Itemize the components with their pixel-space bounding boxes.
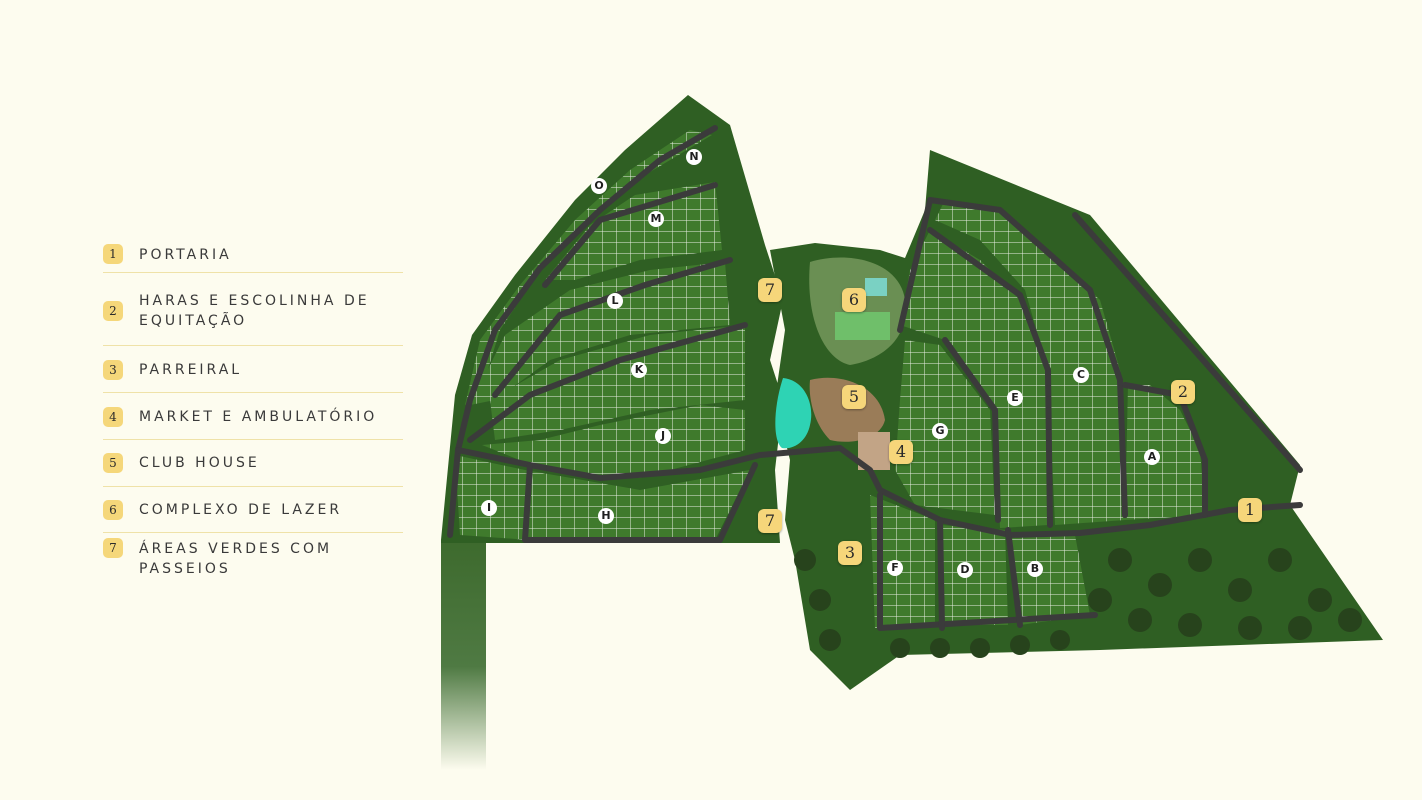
- legend-item-areas-verdes[interactable]: 7 ÁREAS VERDES COM PASSEIOS: [103, 533, 403, 599]
- legend-badge: 3: [103, 360, 123, 380]
- legend-item-haras[interactable]: 2 HARAS E ESCOLINHA DE EQUITAÇÃO: [103, 273, 403, 346]
- legend-label: COMPLEXO DE LAZER: [139, 502, 343, 518]
- marker-parreiral[interactable]: 3: [838, 541, 862, 565]
- marker-market[interactable]: 4: [889, 440, 913, 464]
- legend-badge: 4: [103, 407, 123, 427]
- lake: [775, 378, 812, 449]
- block-label-b[interactable]: B: [1027, 561, 1043, 577]
- block-label-f[interactable]: F: [887, 560, 903, 576]
- lot-blocks-west: [455, 130, 750, 540]
- block-label-k[interactable]: K: [631, 362, 647, 378]
- block-label-o[interactable]: O: [591, 178, 607, 194]
- block-label-h[interactable]: H: [598, 508, 614, 524]
- legend-label: PARREIRAL: [139, 362, 243, 378]
- marker-areas-verdes-south[interactable]: 7: [758, 509, 782, 533]
- legend-item-club-house[interactable]: 5 CLUB HOUSE: [103, 440, 403, 487]
- legend-badge: 1: [103, 244, 123, 264]
- marker-club-house[interactable]: 5: [842, 385, 866, 409]
- block-label-m[interactable]: M: [648, 211, 664, 227]
- legend-item-parreiral[interactable]: 3 PARREIRAL: [103, 346, 403, 393]
- map-legend: 1 PORTARIA 2 HARAS E ESCOLINHA DE EQUITA…: [103, 240, 403, 599]
- tree-canopy: [794, 548, 1362, 658]
- legend-item-complexo-lazer[interactable]: 6 COMPLEXO DE LAZER: [103, 487, 403, 533]
- legend-badge: 7: [103, 538, 123, 558]
- block-label-g[interactable]: G: [932, 423, 948, 439]
- marker-areas-verdes-north[interactable]: 7: [758, 278, 782, 302]
- legend-badge: 6: [103, 500, 123, 520]
- block-label-d[interactable]: D: [957, 562, 973, 578]
- legend-badge: 2: [103, 301, 123, 321]
- marker-haras[interactable]: 2: [1171, 380, 1195, 404]
- block-label-e[interactable]: E: [1007, 390, 1023, 406]
- legend-item-market[interactable]: 4 MARKET E AMBULATÓRIO: [103, 393, 403, 440]
- legend-label: CLUB HOUSE: [139, 455, 260, 471]
- legend-badge: 5: [103, 453, 123, 473]
- marker-complexo-lazer[interactable]: 6: [842, 288, 866, 312]
- block-label-i[interactable]: I: [481, 500, 497, 516]
- legend-label: PORTARIA: [139, 247, 232, 263]
- road-network: [447, 125, 1303, 631]
- block-label-c[interactable]: C: [1073, 367, 1089, 383]
- access-strip: [441, 540, 486, 770]
- block-label-j[interactable]: J: [655, 428, 671, 444]
- marker-portaria[interactable]: 1: [1238, 498, 1262, 522]
- block-label-a[interactable]: A: [1144, 449, 1160, 465]
- legend-label: ÁREAS VERDES COM PASSEIOS: [139, 541, 333, 577]
- leisure-area: [809, 257, 906, 470]
- block-label-l[interactable]: L: [607, 293, 623, 309]
- legend-label: HARAS E ESCOLINHA DE EQUITAÇÃO: [139, 293, 370, 329]
- legend-item-portaria[interactable]: 1 PORTARIA: [103, 240, 403, 273]
- block-label-n[interactable]: N: [686, 149, 702, 165]
- legend-label: MARKET E AMBULATÓRIO: [139, 409, 378, 425]
